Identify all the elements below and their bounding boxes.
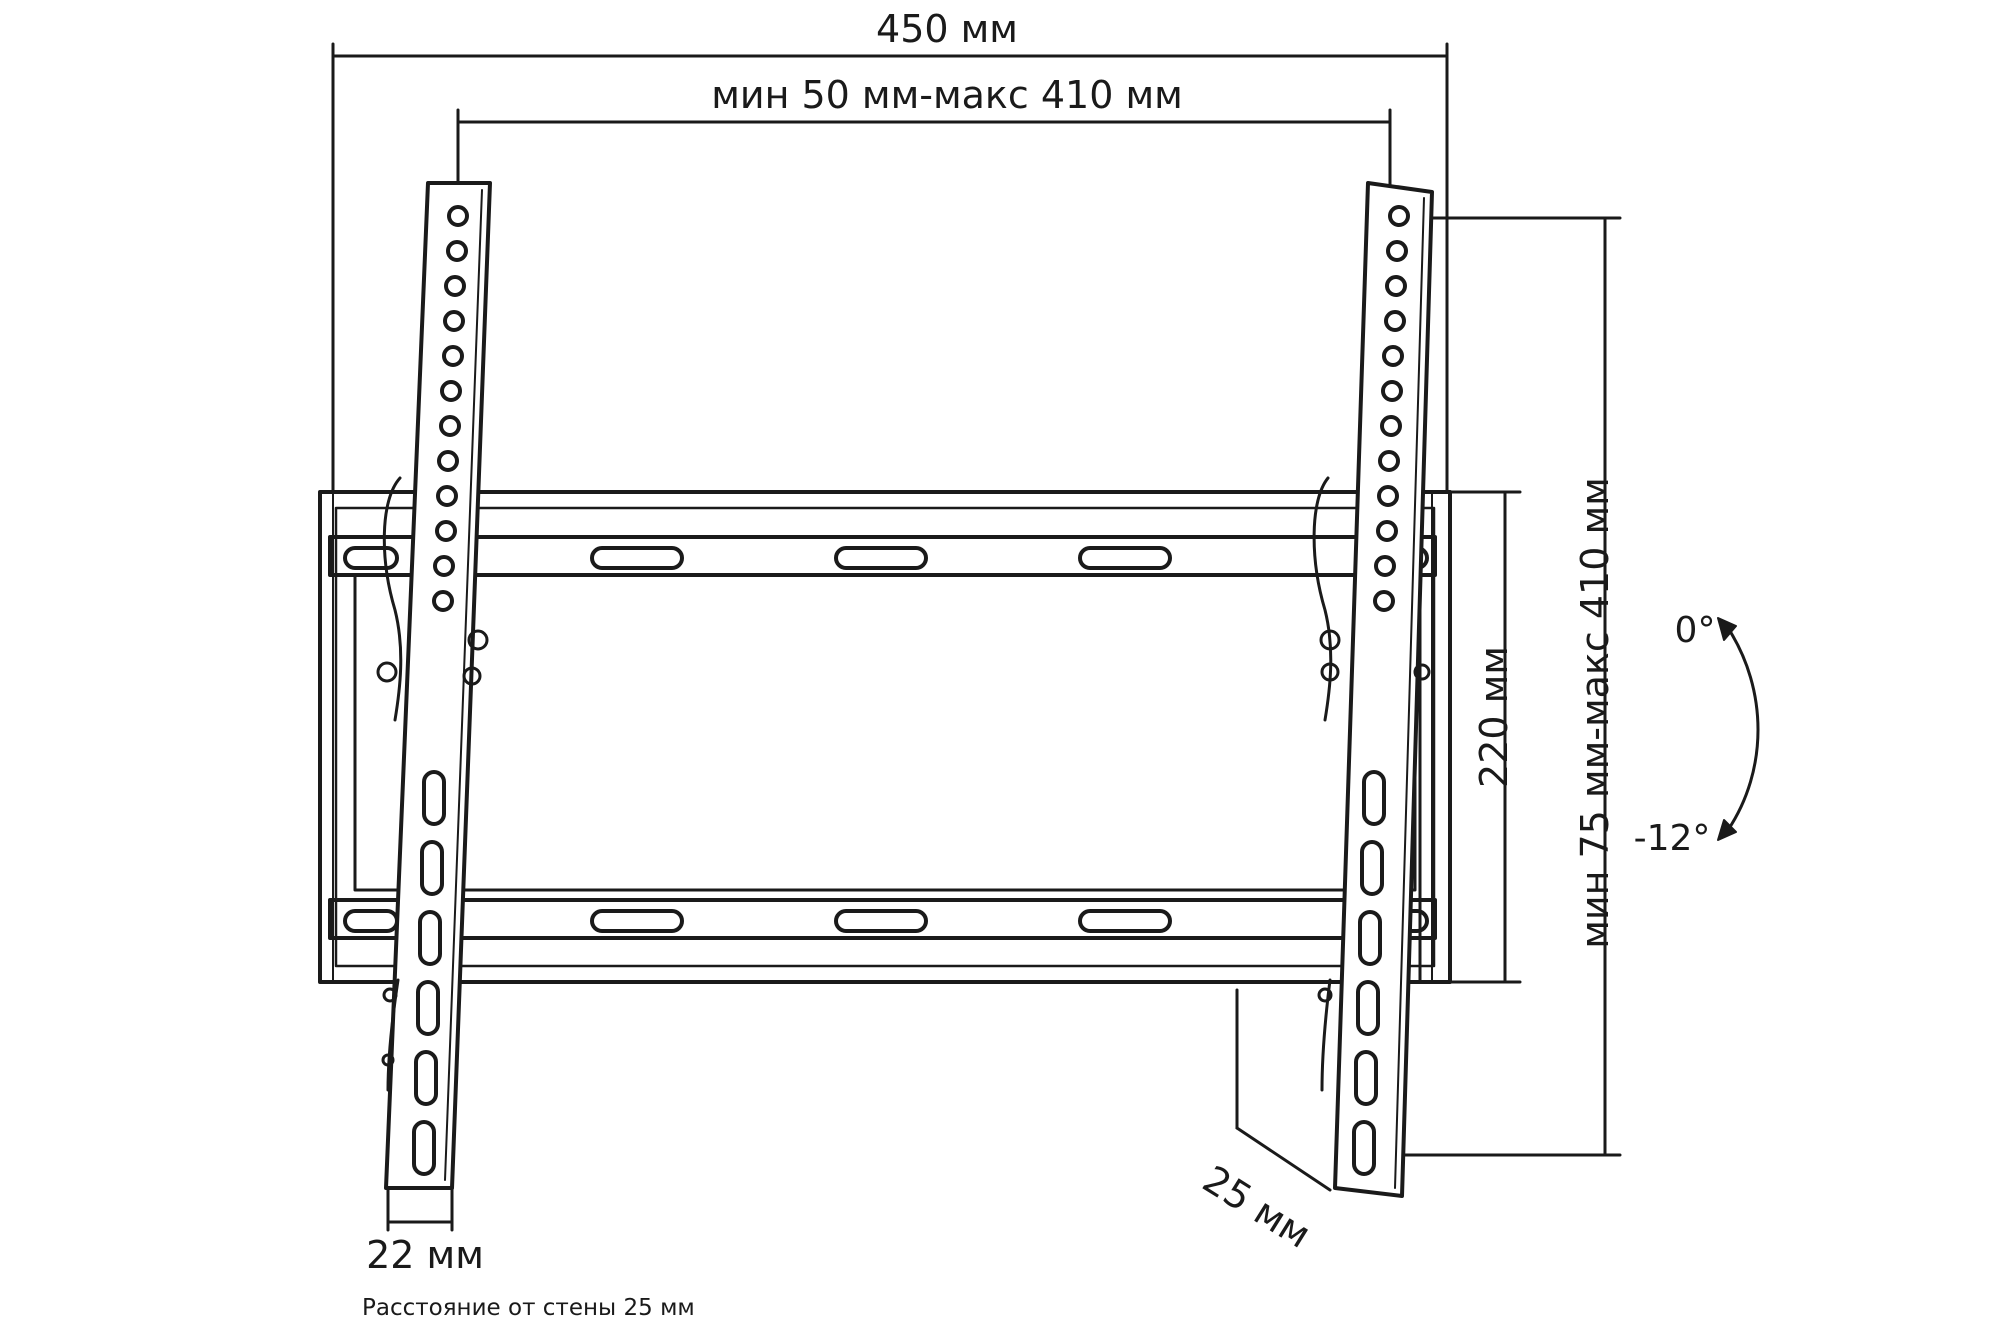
vesa-horizontal-label: мин 50 мм-макс 410 мм: [711, 73, 1183, 117]
left-arm-holes: [432, 205, 469, 612]
tilt-arrow-bottom-icon: [1717, 819, 1737, 841]
right-arm-slots: [1352, 770, 1386, 1176]
wall-plate-height-dimension: [1443, 490, 1522, 984]
width-label: 450 мм: [876, 7, 1018, 51]
wall-plate-slots: [343, 546, 1429, 933]
tilt-bottom-label: -12°: [1634, 818, 1711, 859]
right-arm: [1312, 181, 1434, 1198]
right-arm-holes: [1373, 205, 1410, 612]
wall-plate-height-label: 220 мм: [1472, 646, 1516, 788]
left-arm: [376, 181, 492, 1190]
vesa-vertical-label: мин 75 мм-макс 410 мм: [1573, 477, 1617, 949]
arm-width-label: 22 мм: [366, 1233, 484, 1277]
depth-dimension: [1235, 988, 1332, 1192]
width-dimension: [331, 42, 1449, 494]
depth-label: 25 мм: [1195, 1157, 1318, 1257]
tilt-arc: [1726, 626, 1760, 832]
vesa-horizontal-dimension: [456, 108, 1392, 214]
tilt-top-label: 0°: [1675, 610, 1716, 651]
wall-plate: [318, 490, 1452, 984]
tilt-arrow-top-icon: [1717, 617, 1737, 641]
left-arm-slots: [412, 770, 446, 1176]
wall-distance-note: Расстояние от стены 25 мм: [362, 1295, 695, 1321]
arm-width-dimension: [386, 1186, 454, 1232]
